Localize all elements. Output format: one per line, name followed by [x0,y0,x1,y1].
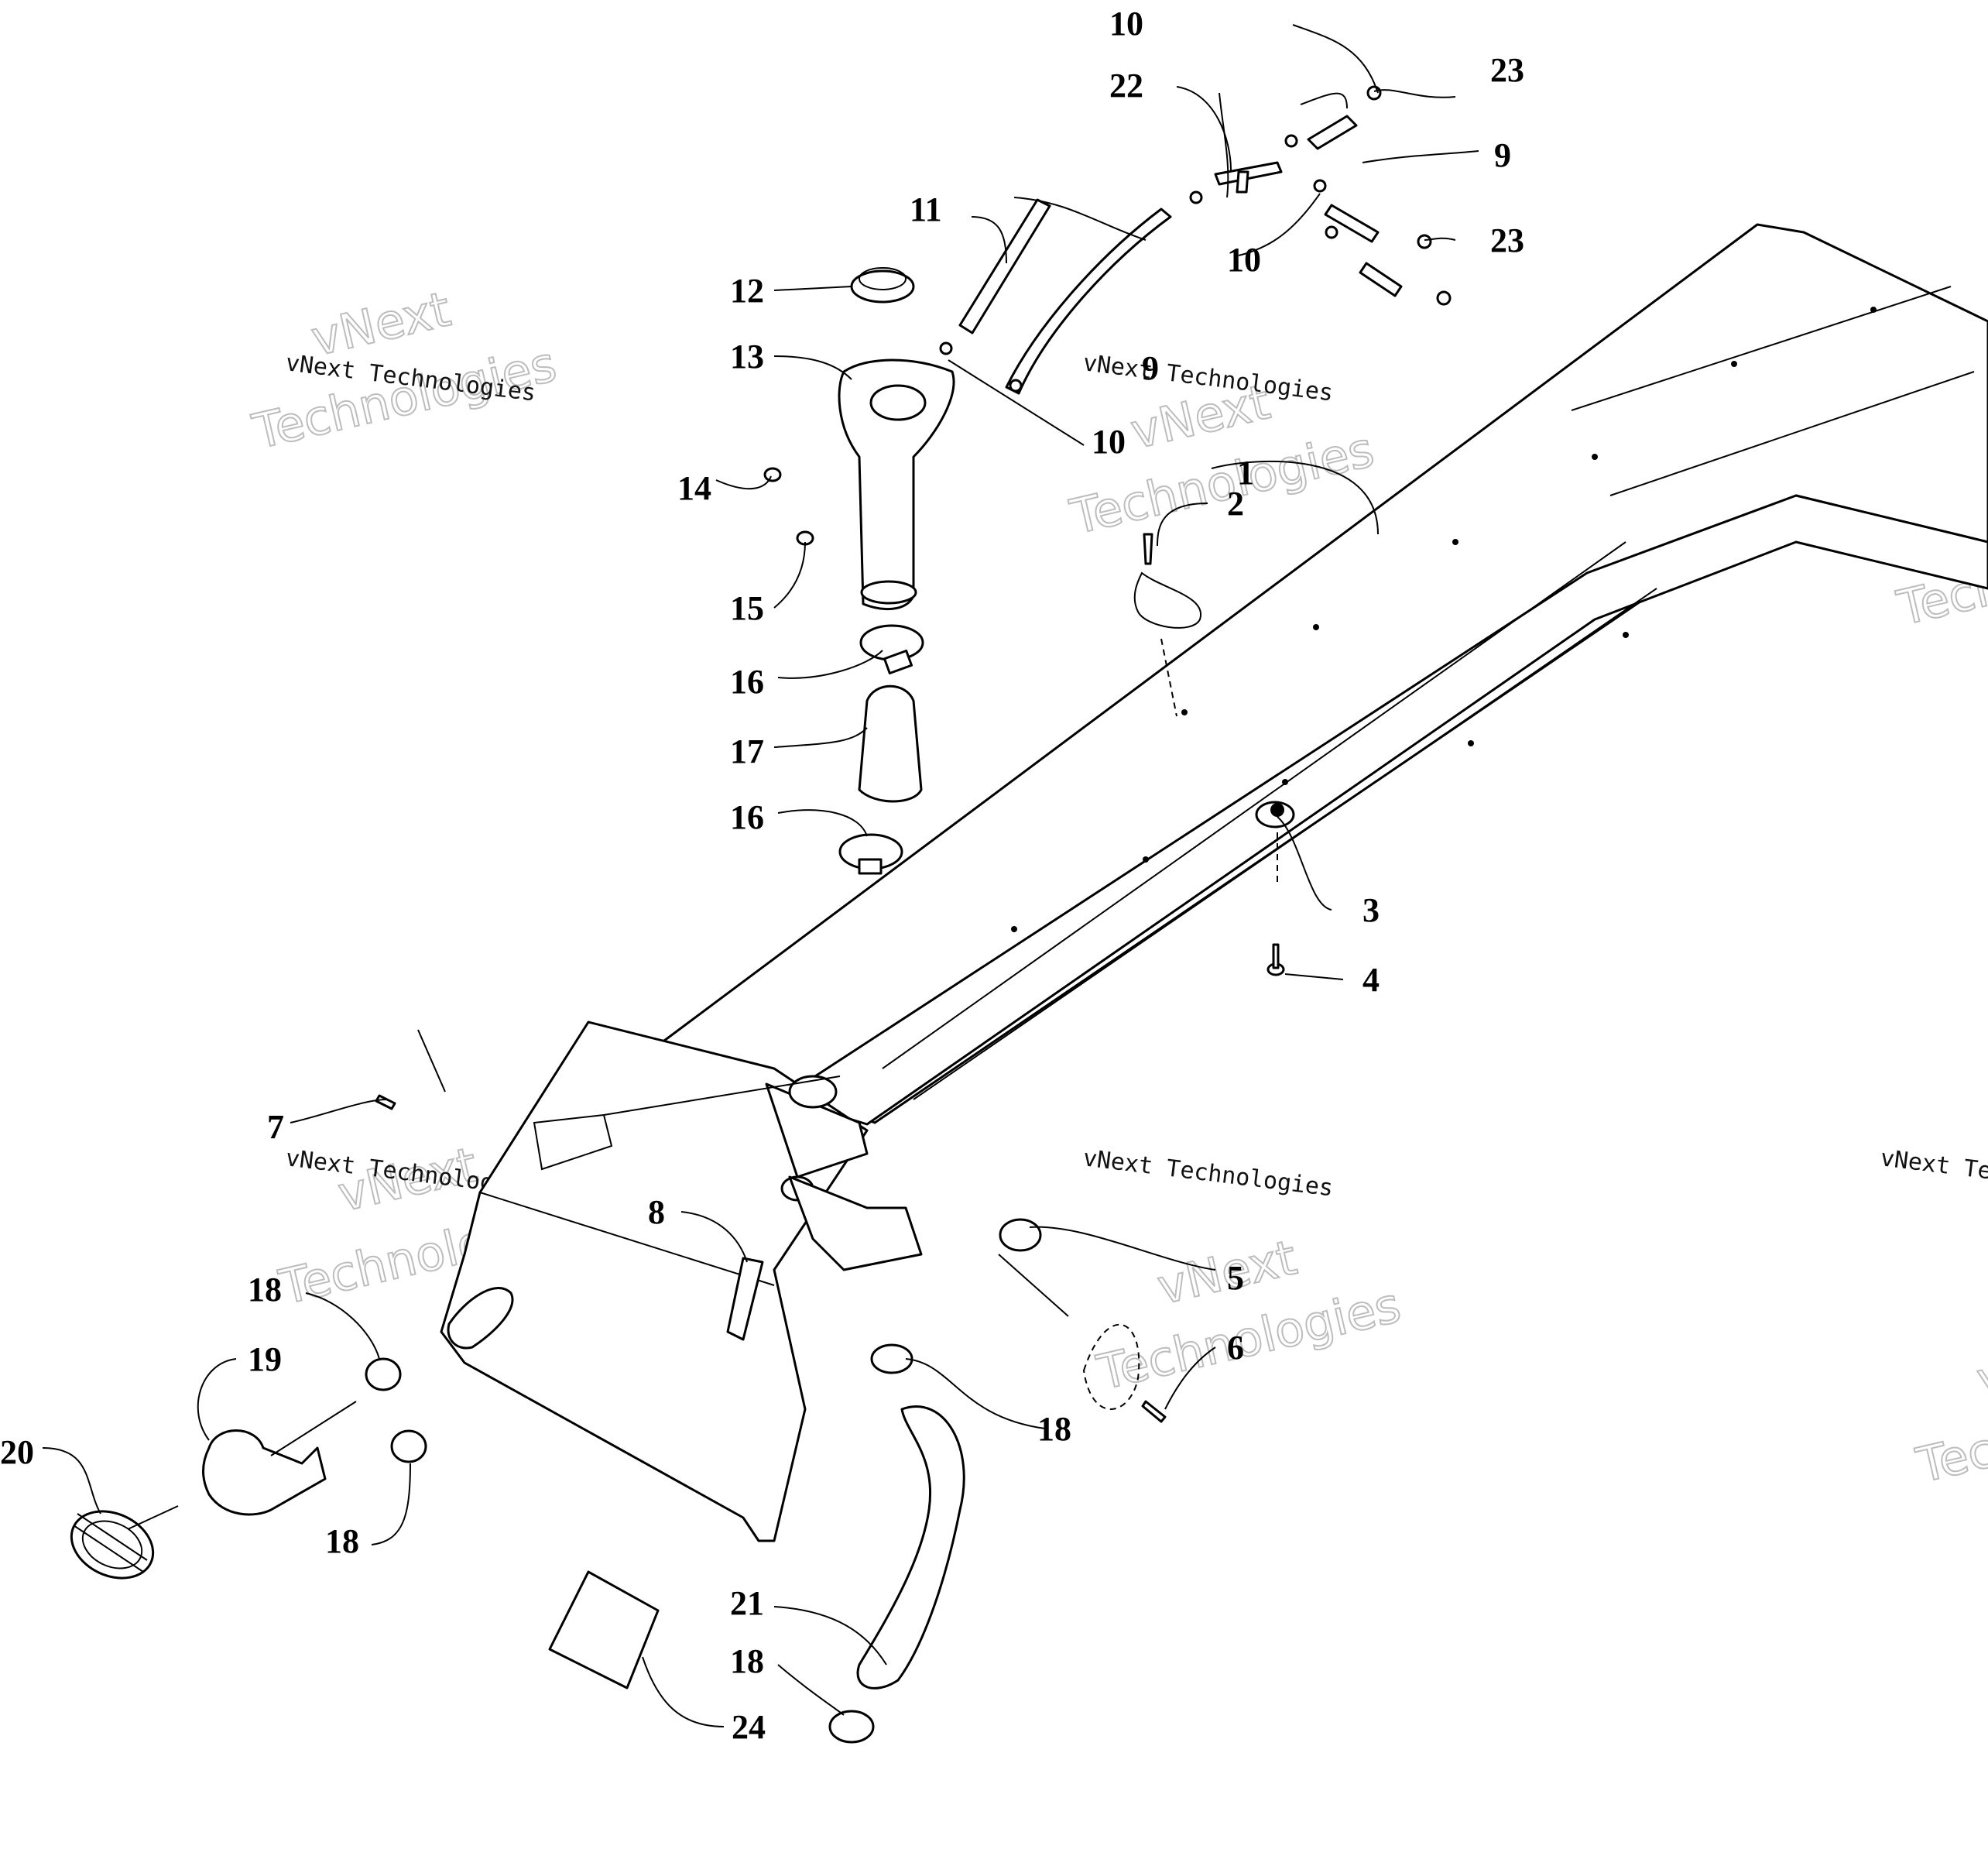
watermark: vNext Technologies [247,280,562,461]
callout-24: 24 [732,1708,766,1746]
callout-13: 13 [730,338,764,376]
callout-23b: 23 [1490,221,1524,259]
callout-16b: 16 [730,798,764,836]
rivet [1133,533,1202,717]
callout-12: 12 [730,272,764,310]
callout-10: 10 [1109,5,1143,43]
watermark-text: vNext Technologies [1081,1144,1335,1202]
callout-1: 1 [1237,454,1254,492]
callout-labels: 1 2 3 4 5 6 7 8 9 9 10 10 10 11 12 13 14… [0,5,1524,1746]
watermark-text: vNext Technologies [1879,1144,1988,1202]
elbow-hose [202,1429,327,1516]
callout-18b: 18 [325,1522,359,1560]
mount-plate [999,1218,1042,1252]
watermark-vnext: vNext [1972,1322,1988,1408]
watermark: vNext Technologies [1091,1228,1406,1401]
coolant-hose [856,1405,965,1689]
outlet-spout [447,1287,514,1350]
heat-exchanger [656,223,1988,1126]
callout-17: 17 [730,732,764,770]
callout-22: 22 [1109,67,1143,105]
rivet [1082,1323,1167,1423]
grommet [1255,801,1295,883]
callout-10b: 10 [1227,241,1261,279]
callout-14: 14 [677,469,711,507]
hose [858,684,923,803]
callout-3: 3 [1362,891,1380,929]
watermark: vNext Technologies [1911,1321,1988,1494]
callout-20: 20 [0,1433,34,1471]
callout-6: 6 [1227,1329,1244,1367]
reservoir-housing [440,1021,923,1542]
bracket [726,1257,764,1341]
callout-23: 23 [1490,51,1524,89]
foam-pad [548,1570,660,1689]
hose-clamp [838,833,903,875]
tee-fitting [1214,161,1283,194]
callout-10c: 10 [1092,423,1126,461]
watermark-technologies: Technologies [1911,1369,1988,1494]
filler-neck [838,358,955,611]
callout-15: 15 [730,589,764,627]
callout-7: 7 [267,1108,284,1146]
callout-18c: 18 [1037,1410,1071,1448]
nut [763,467,782,482]
callout-9b: 9 [1142,349,1159,387]
callout-21: 21 [730,1584,764,1622]
callout-9: 9 [1494,136,1511,174]
rivet [375,1094,396,1110]
leader-lines [42,24,1479,1727]
callout-5: 5 [1227,1259,1244,1297]
callout-19: 19 [248,1340,282,1378]
callout-16: 16 [730,663,764,701]
callout-18d: 18 [730,1642,764,1680]
callout-18: 18 [248,1271,282,1309]
drain-plug [70,1510,155,1580]
screw [1266,943,1285,976]
callout-4: 4 [1362,961,1380,999]
overflow-hose [958,198,1051,334]
callout-2: 2 [1227,485,1244,523]
pressure-cap [850,267,915,304]
hose-clamp [365,1343,913,1744]
vent-hose [1005,208,1172,395]
callout-11: 11 [910,190,942,228]
hose-clamp [859,624,924,675]
callout-8: 8 [648,1193,665,1231]
hose-clamp [939,85,1452,393]
vent-tube [1307,115,1403,297]
